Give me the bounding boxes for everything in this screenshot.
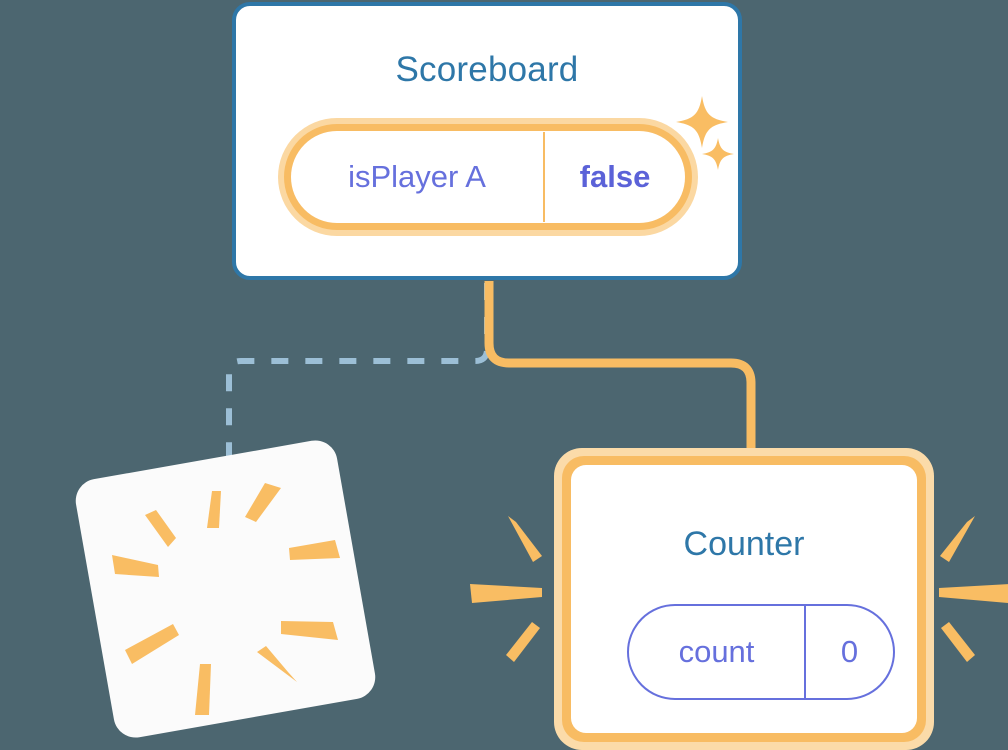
scoreboard-title: Scoreboard: [395, 50, 579, 89]
counter-pill-divider: [804, 606, 806, 698]
blank-card-burst-icon: [112, 483, 340, 715]
counter-rays-right-icon: [939, 516, 1008, 662]
connector-scoreboard-to-counter: [484, 281, 756, 462]
counter-title: Counter: [683, 525, 805, 563]
counter-card[interactable]: Counter count 0: [554, 448, 934, 750]
counter-property-pill[interactable]: count 0: [627, 604, 895, 700]
sparkle-small-icon: [702, 138, 734, 170]
scoreboard-pill-ring: isPlayer A false: [284, 124, 692, 230]
counter-card-ring: Counter count 0: [562, 456, 926, 742]
counter-property-value: 0: [840, 634, 859, 669]
scoreboard-pill-body: isPlayer A false: [291, 131, 685, 223]
sparkle-large-icon: [676, 96, 728, 148]
scoreboard-property-value: false: [579, 159, 651, 194]
scoreboard-property-key: isPlayer A: [348, 159, 486, 194]
scoreboard-pill-divider: [543, 132, 545, 222]
counter-property-key: count: [678, 634, 755, 669]
counter-rays-left-icon: [470, 516, 542, 662]
counter-card-body: Counter count 0: [571, 465, 917, 733]
connector-scoreboard-to-blank-card: [226, 283, 490, 470]
scoreboard-property-pill[interactable]: isPlayer A false: [278, 118, 698, 236]
